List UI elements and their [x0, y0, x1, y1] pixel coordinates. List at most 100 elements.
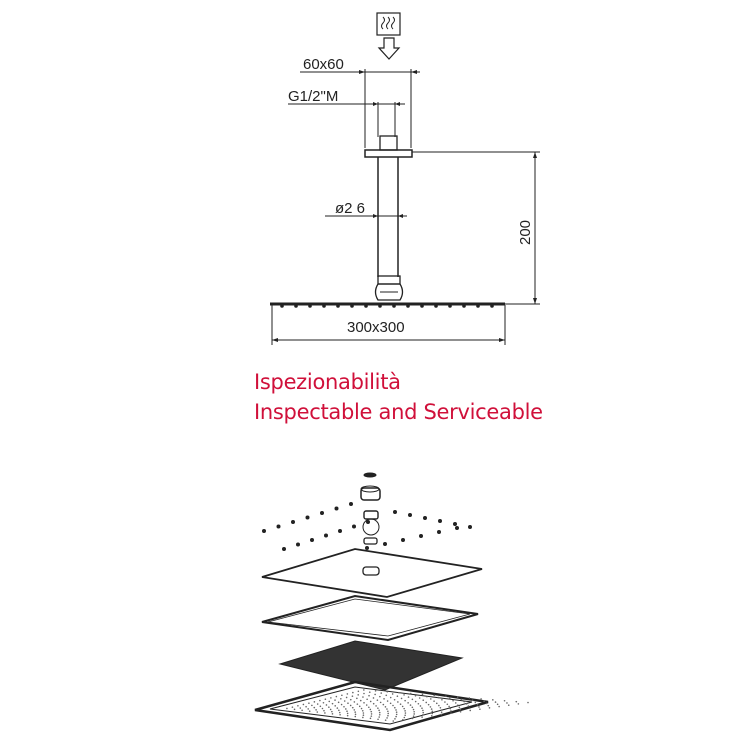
- perforation: [433, 700, 435, 702]
- perforation: [452, 699, 454, 702]
- nozzle: [336, 304, 340, 308]
- nozzle: [378, 304, 382, 308]
- flange-size-label: 60x60: [303, 56, 344, 73]
- perforation: [353, 709, 356, 711]
- perforation: [307, 708, 309, 710]
- pipe-diameter-label: ø2 6: [335, 200, 365, 217]
- perforation: [357, 694, 359, 696]
- perforation: [394, 706, 396, 709]
- screw: [324, 533, 328, 538]
- perforation: [293, 708, 296, 711]
- perforation: [427, 703, 430, 706]
- perforation: [430, 714, 433, 717]
- perforation: [363, 702, 365, 704]
- perforation: [313, 706, 316, 709]
- screw: [383, 542, 387, 546]
- perforation: [382, 703, 385, 706]
- perforation: [286, 707, 288, 710]
- perforation: [361, 709, 364, 712]
- perforation: [503, 699, 506, 702]
- perforation: [403, 716, 406, 719]
- nozzle: [420, 304, 424, 308]
- perforation: [349, 698, 352, 701]
- perforation: [366, 698, 368, 701]
- perforation: [378, 714, 381, 716]
- perforation: [457, 704, 459, 706]
- perforation: [478, 706, 480, 708]
- perforation: [460, 698, 463, 701]
- screw: [401, 538, 405, 542]
- perforation: [316, 711, 319, 713]
- perforation: [343, 705, 345, 708]
- perforation: [368, 691, 371, 693]
- perforation: [338, 711, 341, 714]
- perforation: [471, 699, 474, 702]
- screw: [262, 529, 266, 533]
- perforation: [496, 703, 499, 706]
- perforation: [458, 706, 461, 709]
- perforation: [376, 699, 379, 701]
- perforation: [330, 697, 332, 699]
- perforation: [438, 704, 440, 707]
- nozzle: [448, 304, 452, 308]
- perforation: [446, 703, 449, 706]
- caption-english: Inspectable and Serviceable: [254, 400, 543, 424]
- perforation: [370, 710, 373, 713]
- perforation: [378, 711, 381, 714]
- screw: [393, 510, 397, 514]
- perforation: [360, 707, 363, 710]
- perforation: [450, 710, 452, 712]
- perforation: [322, 701, 325, 704]
- perforation: [346, 710, 348, 712]
- perforation: [494, 701, 497, 703]
- perforation: [395, 709, 397, 711]
- perforation: [336, 707, 339, 709]
- perforation: [435, 702, 438, 705]
- perforation: [507, 704, 510, 706]
- perforation: [419, 705, 422, 707]
- screw: [438, 519, 442, 523]
- perforation: [517, 703, 520, 705]
- perforation: [431, 710, 434, 713]
- screw: [282, 547, 286, 551]
- perforation: [465, 703, 468, 705]
- perforation: [369, 708, 372, 711]
- perforation: [412, 708, 415, 711]
- perforation: [374, 690, 377, 692]
- perforation: [425, 701, 428, 704]
- perforation: [380, 692, 383, 694]
- perforation: [429, 706, 432, 708]
- perforation: [395, 715, 397, 718]
- perforation: [324, 712, 326, 714]
- perforation: [400, 697, 403, 700]
- perforation: [349, 704, 352, 707]
- screw: [423, 516, 427, 520]
- perforation: [378, 709, 380, 712]
- perforation: [359, 699, 362, 702]
- perforation: [347, 702, 349, 705]
- perforation: [409, 704, 412, 706]
- perforation: [340, 697, 342, 700]
- screw: [296, 542, 300, 547]
- perforation: [414, 700, 417, 703]
- screw: [468, 525, 472, 529]
- nozzle: [294, 304, 298, 308]
- perforation: [456, 696, 459, 698]
- perforation: [407, 702, 409, 704]
- perforation: [387, 714, 389, 717]
- perforation: [385, 694, 388, 697]
- perforation: [404, 699, 406, 702]
- perforation: [345, 696, 348, 699]
- perforation: [414, 694, 417, 697]
- perforation: [398, 691, 400, 694]
- perforation: [402, 718, 404, 721]
- perforation: [353, 701, 356, 703]
- perforation: [386, 717, 388, 719]
- screw: [352, 524, 356, 529]
- perforation: [368, 706, 370, 709]
- nozzle: [308, 304, 312, 308]
- perforation: [440, 709, 443, 711]
- perforation: [334, 699, 336, 701]
- perforation: [319, 699, 321, 702]
- perforation: [392, 704, 394, 707]
